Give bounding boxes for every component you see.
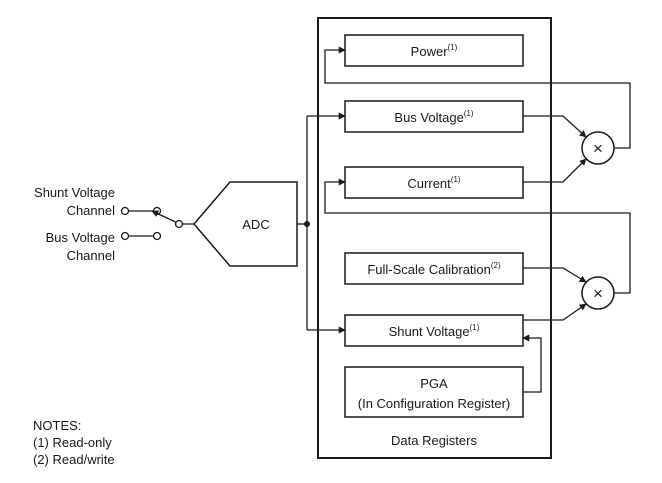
bus-voltage-register-label: Bus Voltage <box>394 110 463 125</box>
adc-block: ADC <box>193 181 298 267</box>
pga-label: PGA <box>420 376 448 391</box>
shunt-voltage-channel-label: Shunt Voltage <box>34 185 115 200</box>
shunt-voltage-register-label: Shunt Voltage <box>389 324 470 339</box>
power-register: Power(1) <box>344 34 524 67</box>
multiplier-2-symbol: × <box>593 284 603 303</box>
shunt-to-multiplier <box>523 303 587 321</box>
note-2: (2) Read/write <box>33 452 115 467</box>
current-register: Current(1) <box>344 166 524 199</box>
shunt-voltage-register-note: (1) <box>470 323 480 332</box>
bus-voltage-to-multiplier <box>523 115 587 138</box>
multiplier-to-current <box>324 178 631 294</box>
full-scale-calibration-register-label: Full-Scale Calibration <box>367 262 491 277</box>
current-register-label: Current <box>407 176 451 191</box>
multiplier-2: × <box>581 276 615 310</box>
shunt-voltage-register: Shunt Voltage(1) <box>344 314 524 347</box>
current-register-note: (1) <box>451 175 461 184</box>
channel-switch <box>120 206 194 241</box>
shunt-voltage-channel-label-2: Channel <box>67 203 116 218</box>
power-register-note: (1) <box>448 43 458 52</box>
multiplier-1: × <box>581 131 615 165</box>
bus-voltage-register: Bus Voltage(1) <box>344 100 524 133</box>
bus-voltage-channel-label: Bus Voltage <box>46 230 115 245</box>
multiplier-to-power <box>324 46 631 149</box>
data-registers-label: Data Registers <box>391 433 477 448</box>
full-scale-calibration-register: Full-Scale Calibration(2) <box>344 252 524 285</box>
notes-title: NOTES: <box>33 418 81 433</box>
note-1: (1) Read-only <box>33 435 112 450</box>
pga-to-shunt <box>522 334 542 393</box>
current-to-multiplier <box>523 158 587 183</box>
svg-text:Current(1): Current(1) <box>407 175 460 191</box>
power-register-label: Power <box>411 44 449 59</box>
svg-text:Bus Voltage(1): Bus Voltage(1) <box>394 109 474 125</box>
svg-text:Full-Scale Calibration(2): Full-Scale Calibration(2) <box>367 261 501 277</box>
adc-label: ADC <box>242 217 269 232</box>
svg-text:Shunt Voltage(1): Shunt Voltage(1) <box>389 323 480 339</box>
bus-voltage-register-note: (1) <box>464 109 474 118</box>
svg-text:Power(1): Power(1) <box>411 43 458 59</box>
calibration-to-multiplier <box>523 267 587 283</box>
pga-register: PGA (In Configuration Register) <box>344 366 524 418</box>
bus-voltage-channel-label-2: Channel <box>67 248 116 263</box>
full-scale-calibration-register-note: (2) <box>491 261 501 270</box>
pga-sublabel: (In Configuration Register) <box>358 396 510 411</box>
adc-output-bus <box>297 112 346 334</box>
multiplier-1-symbol: × <box>593 139 603 158</box>
